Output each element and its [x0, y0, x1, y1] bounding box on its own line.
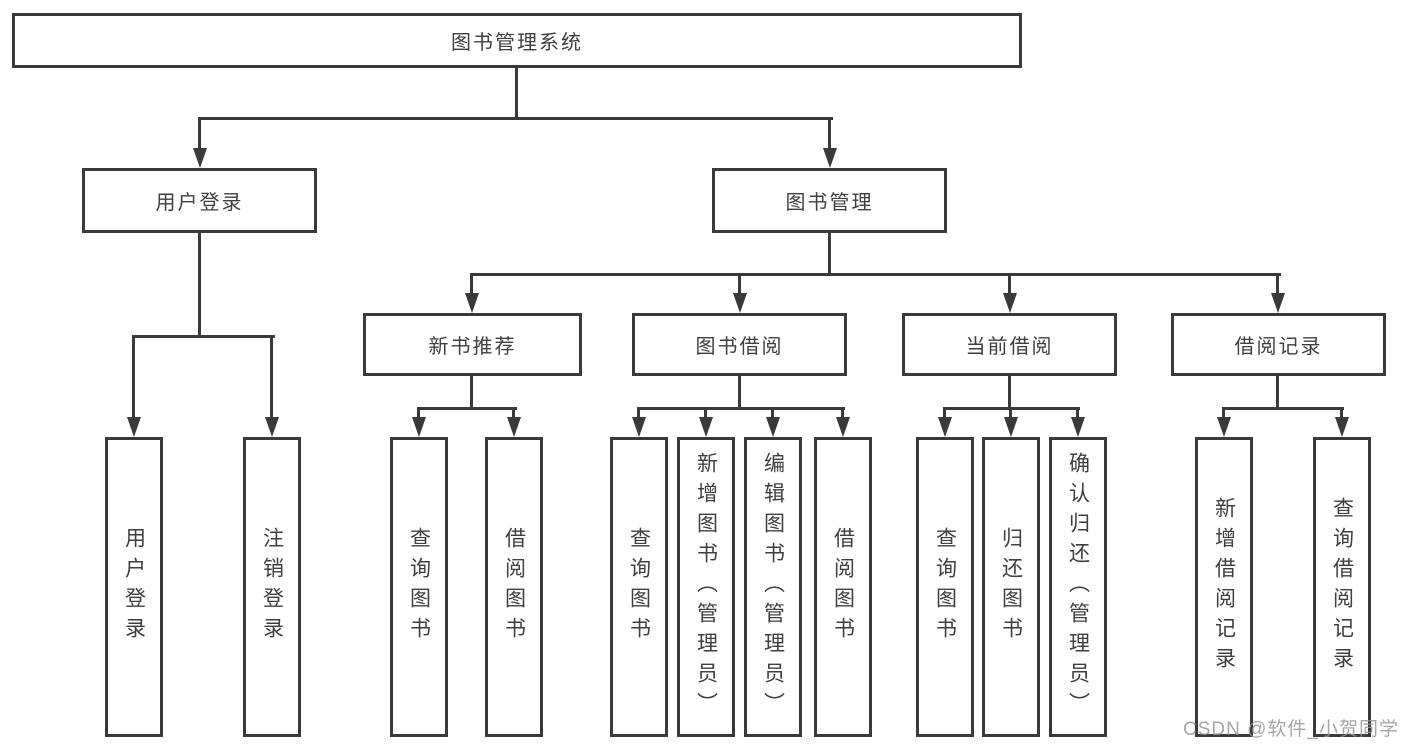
leaf-label: 查询借阅记录 — [1330, 497, 1354, 677]
node-book-borrowing: 图书借阅 — [632, 313, 847, 376]
leaf-label: 用户登录 — [122, 527, 146, 647]
leaf-label: 归还图书 — [999, 527, 1023, 647]
connector-drop — [1009, 407, 1012, 419]
connector-drop — [943, 407, 946, 419]
node-label: 图书管理 — [785, 192, 874, 214]
connector-login-stem — [198, 231, 201, 337]
node-label: 用户登录 — [155, 192, 244, 214]
connector-root-stem — [515, 66, 518, 120]
connector-drop — [132, 335, 135, 419]
arrowhead-down — [127, 417, 141, 437]
connector-stem — [1276, 374, 1279, 410]
leaf-label: 查询图书 — [933, 527, 957, 647]
arrowhead-down — [1271, 293, 1285, 313]
node-user-login: 用户登录 — [82, 168, 317, 233]
connector-drop — [1340, 407, 1343, 419]
connector-stem — [738, 374, 741, 410]
leaf-add-book-admin: 新增图书（管理员） — [677, 437, 735, 737]
arrowhead-down — [938, 417, 952, 437]
leaf-label: 确认归还（管理员） — [1066, 452, 1090, 722]
connector-stem — [1008, 374, 1011, 410]
connector-stem — [470, 374, 473, 410]
leaf-logout: 注销登录 — [243, 437, 301, 737]
leaf-confirm-return-admin: 确认归还（管理员） — [1049, 437, 1107, 737]
connector-drop — [270, 335, 273, 419]
connector-drop — [417, 407, 420, 419]
connector-root-bar — [198, 117, 833, 120]
arrowhead-down — [836, 417, 850, 437]
connector-login-bar — [132, 335, 275, 338]
arrowhead-down — [1003, 293, 1017, 313]
leaf-label: 编辑图书（管理员） — [761, 452, 785, 722]
connector-drop — [1008, 273, 1011, 295]
leaf-label: 借阅图书 — [502, 527, 526, 647]
node-label: 当前借阅 — [965, 336, 1054, 358]
connector-drop — [470, 273, 473, 295]
node-label: 借阅记录 — [1234, 336, 1323, 358]
leaf-label: 借阅图书 — [831, 527, 855, 647]
connector-drop — [704, 407, 707, 419]
arrowhead-down — [265, 417, 279, 437]
connector-drop — [738, 273, 741, 295]
arrowhead-down — [412, 417, 426, 437]
node-new-book-recommendation: 新书推荐 — [363, 313, 582, 376]
connector-drop — [198, 117, 201, 151]
arrowhead-down — [1004, 417, 1018, 437]
connector-drop — [637, 407, 640, 419]
connector-drop — [1276, 273, 1279, 295]
connector-drop — [1076, 407, 1079, 419]
leaf-label: 新增图书（管理员） — [694, 452, 718, 722]
leaf-query-books-recommend: 查询图书 — [390, 437, 448, 737]
arrowhead-down — [465, 293, 479, 313]
leaf-user-login: 用户登录 — [105, 437, 163, 737]
connector-drop — [828, 117, 831, 151]
arrowhead-down — [766, 417, 780, 437]
node-label: 图书管理系统 — [451, 32, 583, 54]
leaf-label: 查询图书 — [627, 527, 651, 647]
connector-drop — [771, 407, 774, 419]
node-borrowing-records: 借阅记录 — [1171, 313, 1386, 376]
connector-drop — [512, 407, 515, 419]
leaf-edit-book-admin: 编辑图书（管理员） — [744, 437, 802, 737]
connector-mgmt-bar — [470, 273, 1281, 276]
leaf-label: 查询图书 — [407, 527, 431, 647]
leaf-add-borrow-record: 新增借阅记录 — [1195, 437, 1253, 737]
node-book-management: 图书管理 — [712, 168, 947, 233]
arrowhead-down — [1071, 417, 1085, 437]
arrowhead-down — [823, 148, 837, 168]
leaf-label: 注销登录 — [260, 527, 284, 647]
arrowhead-down — [1335, 417, 1349, 437]
arrowhead-down — [193, 148, 207, 168]
connector-mgmt-stem — [828, 231, 831, 275]
arrowhead-down — [1217, 417, 1231, 437]
connector-drop — [841, 407, 844, 419]
leaf-label: 新增借阅记录 — [1212, 497, 1236, 677]
connector-bar — [637, 407, 845, 410]
leaf-borrow-books: 借阅图书 — [814, 437, 872, 737]
node-label: 图书借阅 — [695, 336, 784, 358]
node-label: 新书推荐 — [428, 336, 517, 358]
leaf-query-books-borrow: 查询图书 — [610, 437, 668, 737]
node-current-borrowing: 当前借阅 — [902, 313, 1117, 376]
leaf-query-books-current: 查询图书 — [916, 437, 974, 737]
arrowhead-down — [632, 417, 646, 437]
connector-drop — [1222, 407, 1225, 419]
arrowhead-down — [699, 417, 713, 437]
leaf-borrow-books-recommend: 借阅图书 — [485, 437, 543, 737]
arrowhead-down — [507, 417, 521, 437]
csdn-watermark: CSDN @软件_小贺同学 — [1183, 719, 1399, 740]
node-library-management-system: 图书管理系统 — [12, 13, 1022, 68]
leaf-query-borrow-record: 查询借阅记录 — [1313, 437, 1371, 737]
connector-bar — [1222, 407, 1344, 410]
leaf-return-book: 归还图书 — [982, 437, 1040, 737]
arrowhead-down — [733, 293, 747, 313]
connector-bar — [417, 407, 517, 410]
